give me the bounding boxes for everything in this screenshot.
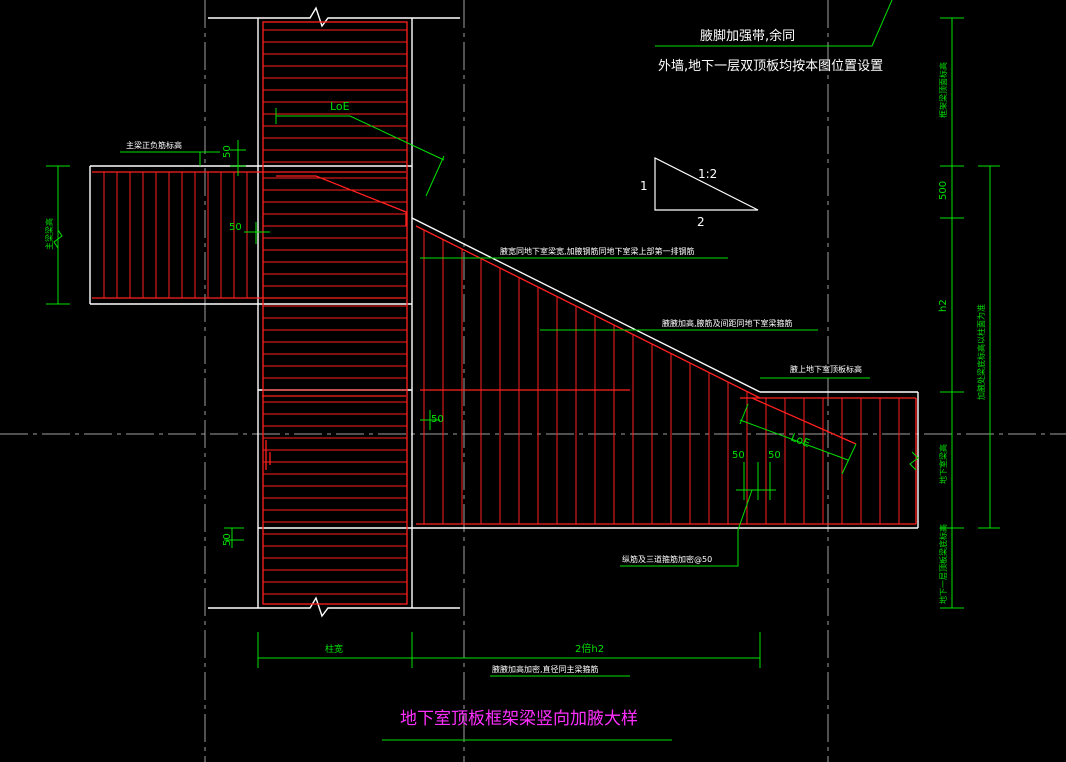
column-ties	[263, 29, 407, 595]
label-2h2: 2倍h2	[575, 642, 604, 655]
label-slope-rebar: 腋宽同地下室梁宽,加腋钢筋同地下室梁上部第一排钢筋	[500, 246, 695, 256]
dim-500: 500	[938, 181, 949, 200]
label-basement-beam: 地下室梁高	[938, 444, 948, 484]
dim-50-e: 50	[222, 145, 233, 158]
label-right-vert-2: 加腋处梁底标高以柱面为准	[976, 304, 986, 400]
label-main-beam-height: 主梁梁高	[44, 218, 54, 250]
dim-50-b: 50	[431, 414, 444, 425]
slope-triangle	[654, 157, 759, 211]
dim-h2: h2	[938, 299, 949, 312]
slope-label-2: 2	[697, 215, 705, 229]
label-basement-beam-top: 腋上地下室顶板标高	[790, 364, 862, 374]
label-bottom-dim-note: 腋腋加高加密,直径同主梁箍筋	[492, 664, 599, 674]
column-outline	[208, 6, 460, 618]
label-col-width: 柱宽	[325, 643, 343, 655]
left-beam-stirrups	[103, 172, 407, 298]
main-rebars	[92, 21, 917, 605]
haunch-outline	[258, 217, 919, 529]
label-main-beam-top: 主梁正负筋标高	[126, 140, 182, 150]
note-top-line2: 外墙,地下一层双顶板均按本图位置设置	[658, 59, 883, 74]
note-top-line1: 腋脚加强带,余同	[700, 28, 795, 44]
haunch-stirrups	[423, 230, 900, 524]
label-bottom-rebar: 纵筋及三道箍筋加密@50	[622, 554, 712, 564]
dim-50-c: 50	[732, 450, 745, 461]
label-haunch-stirrup: 腋腋加高,腋筋及间距同地下室梁箍筋	[662, 318, 793, 328]
slope-label-12: 1:2	[698, 167, 717, 181]
slope-label-1: 1	[640, 179, 648, 193]
left-beam-outline	[89, 165, 412, 391]
label-loe-upper: LoE	[330, 100, 350, 113]
label-right-vert-3: 地下一层顶板梁底标高	[938, 524, 948, 604]
green-leaders	[46, 0, 1000, 741]
dim-50-a: 50	[229, 222, 242, 233]
drawing-title: 地下室顶板框架梁竖向加腋大样	[400, 709, 638, 729]
dim-50-d: 50	[768, 450, 781, 461]
label-right-vert-1: 框架梁顶面标高	[938, 62, 948, 118]
dim-50-f: 50	[222, 533, 233, 546]
